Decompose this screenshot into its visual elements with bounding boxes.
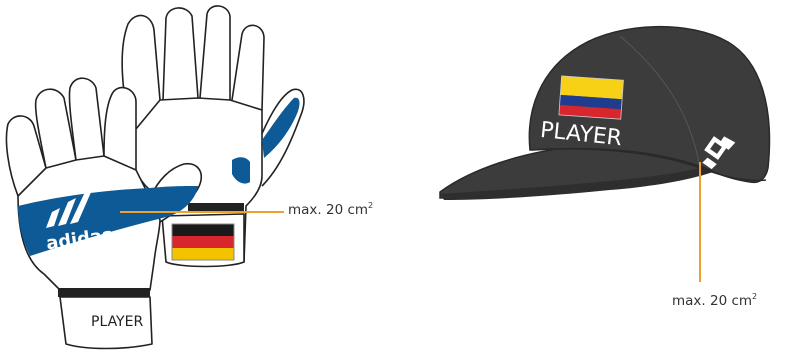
back-glove-finger-4: [232, 25, 264, 110]
back-glove-finger-3: [200, 6, 230, 100]
glove-player-text: PLAYER: [91, 314, 143, 330]
back-glove-finger-2: [163, 8, 198, 100]
glove-callout-label: max. 20 cm2: [288, 201, 373, 218]
colombia-flag-icon: [559, 76, 624, 119]
germany-flag-icon: [172, 224, 234, 260]
front-glove-wristband: [58, 288, 150, 297]
front-glove-finger-3: [69, 78, 104, 160]
cap-callout-label: max. 20 cm2: [672, 292, 757, 309]
